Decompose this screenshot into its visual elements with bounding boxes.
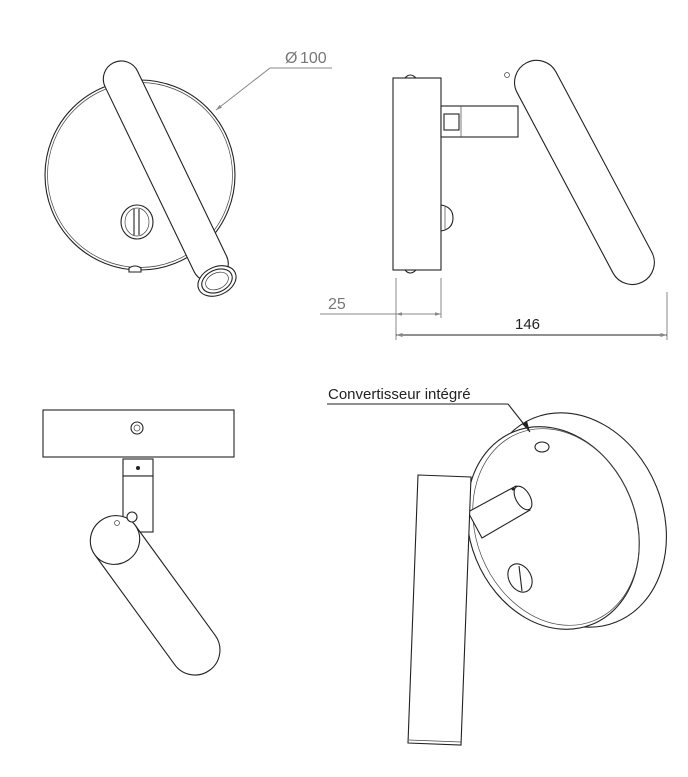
- projection-dimension: 146: [515, 316, 540, 333]
- lamp-tube: [407, 474, 472, 746]
- lamp-tube: [514, 59, 655, 286]
- top-view: [42, 409, 235, 676]
- knob-icon: [120, 204, 154, 240]
- depth-dimension: 25: [328, 296, 346, 313]
- isometric-view: Convertisseur intégré: [327, 386, 667, 746]
- front-view: Ø 100: [44, 50, 332, 297]
- diameter-value: 100: [300, 50, 327, 67]
- converter-label: Convertisseur intégré: [328, 386, 471, 403]
- diameter-symbol: Ø: [285, 50, 297, 67]
- knob-icon: [507, 563, 533, 593]
- lamp-tube: [89, 515, 221, 676]
- arm: [467, 485, 533, 539]
- side-view: 25 146: [320, 59, 668, 340]
- lens: [197, 265, 237, 297]
